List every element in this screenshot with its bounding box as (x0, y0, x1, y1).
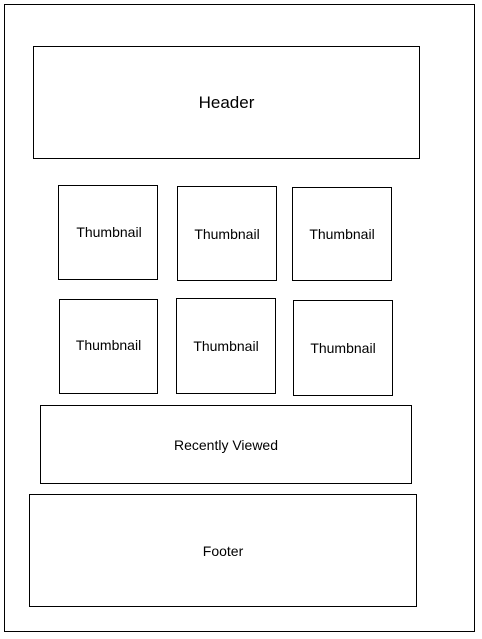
thumbnail-3[interactable]: Thumbnail (292, 187, 392, 281)
thumbnail-label: Thumbnail (309, 226, 375, 242)
recently-viewed-label: Recently Viewed (173, 436, 279, 453)
thumbnail-label: Thumbnail (76, 223, 142, 240)
thumbnail-2[interactable]: Thumbnail (177, 186, 277, 281)
footer-block: Footer (29, 494, 417, 607)
footer-label: Footer (202, 542, 244, 559)
header-block: Header (33, 46, 420, 159)
page-frame (4, 4, 475, 632)
thumbnail-6[interactable]: Thumbnail (293, 300, 393, 396)
thumbnail-label: Thumbnail (310, 340, 376, 356)
thumbnail-4[interactable]: Thumbnail (59, 299, 158, 394)
thumbnail-1[interactable]: Thumbnail (58, 185, 158, 280)
thumbnail-label: Thumbnail (194, 225, 260, 242)
thumbnail-label: Thumbnail (75, 336, 142, 353)
thumbnail-5[interactable]: Thumbnail (176, 298, 276, 394)
recently-viewed-block[interactable]: Recently Viewed (40, 405, 412, 484)
thumbnail-label: Thumbnail (193, 338, 259, 354)
header-label: Header (198, 92, 255, 112)
